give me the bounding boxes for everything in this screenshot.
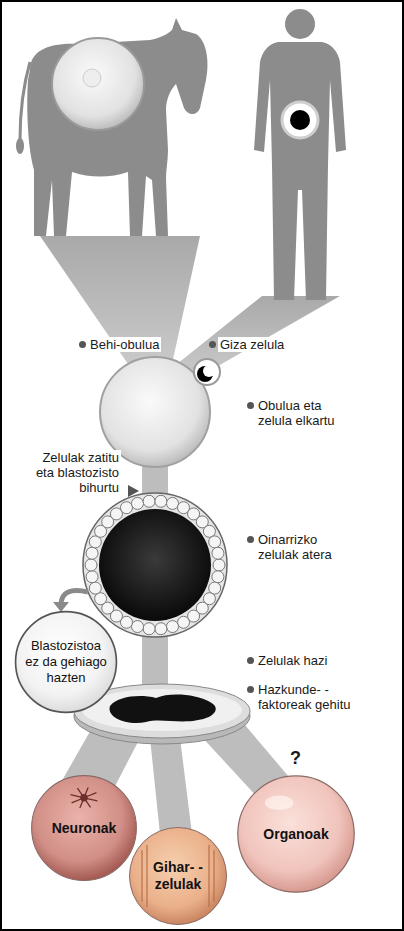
illustration-part — [16, 138, 24, 154]
step-label: Hazkunde- -faktoreak gehitu — [256, 682, 372, 712]
circle-label: Blastozistoa ez da gehiago hazten — [24, 638, 109, 686]
blastocyst-cell — [86, 571, 98, 583]
result-circle-node: Gihar- -zelulak — [128, 826, 228, 926]
circle-label: Gihar- -zelulak — [142, 859, 214, 893]
cow-egg — [52, 38, 144, 130]
blastocyst-cell — [143, 495, 155, 507]
blastocyst-cell — [155, 495, 167, 507]
band-muscle — [150, 738, 192, 834]
result-circle-node: Blastozistoa ez da gehiago hazten — [14, 610, 118, 714]
blastocyst-cell — [131, 621, 143, 633]
blastocyst-cell — [167, 621, 179, 633]
illustration-part — [285, 9, 315, 39]
result-circle — [238, 776, 354, 892]
question-mark: ? — [288, 748, 303, 768]
blastocyst-cell — [85, 559, 97, 571]
dish-inner — [82, 689, 242, 731]
organ-highlight — [265, 796, 294, 810]
circle-text: Blastozistoa ez da gehiago hazten — [24, 638, 109, 686]
blastocyst — [83, 493, 227, 637]
human-cell — [282, 102, 318, 138]
step-label: Zelulak hazi — [256, 653, 329, 668]
muscle-fiber — [213, 850, 214, 901]
step-label: Behi-obulua — [88, 337, 161, 352]
muscle-fiber — [208, 845, 209, 907]
side-arrow — [61, 591, 88, 605]
step-label: Obulua eta zelula elkartu — [256, 398, 352, 428]
cow-funnel — [40, 236, 200, 364]
blastocyst-inner — [99, 509, 211, 621]
blastocyst-cell — [213, 559, 225, 571]
circle-label: Organoak — [263, 826, 328, 843]
circle-text: Neuronak — [52, 820, 117, 837]
result-circle-node: Neuronak — [30, 774, 138, 882]
blastocyst-cells — [85, 495, 225, 634]
blastocyst-cell — [167, 497, 179, 509]
blastocyst-cell — [86, 547, 98, 559]
blastocyst-cell — [131, 497, 143, 509]
illustration-part — [20, 62, 30, 140]
blastocyst-cell — [212, 547, 224, 559]
blastocyst-cell — [155, 623, 167, 635]
fused-cell-crescent — [203, 365, 215, 377]
muscle-fiber — [141, 850, 142, 901]
blastocyst-cell — [212, 571, 224, 583]
illustration-part — [27, 18, 207, 236]
circle-label: Neuronak — [52, 820, 117, 837]
fused-cell — [194, 359, 220, 385]
cow-silhouette — [16, 18, 208, 236]
step-label: Zelulak zatitu eta blastozisto bihurtu — [20, 450, 121, 495]
result-circle — [130, 828, 227, 925]
cell-culture — [110, 695, 216, 724]
blastocyst-cell — [178, 616, 190, 628]
result-circle-node: Organoak — [236, 774, 356, 894]
step-label: Oinarrizko zelulak atera — [256, 532, 352, 562]
illustration-part — [254, 42, 346, 300]
result-circle — [16, 612, 117, 713]
egg-nucleus — [83, 69, 101, 87]
step-label: Giza zelula — [218, 337, 286, 352]
circle-text: Gihar- -zelulak — [142, 859, 214, 893]
result-circle — [32, 776, 137, 881]
blastocyst-cell — [143, 623, 155, 635]
muscle-fiber — [146, 845, 147, 907]
blastocyst-cell — [89, 582, 101, 594]
blastocyst-cell — [120, 502, 132, 514]
human-silhouette — [254, 9, 346, 300]
circle-text: Organoak — [263, 826, 328, 843]
side-arrow-head — [53, 602, 69, 612]
blastocyst-cell — [209, 536, 221, 548]
neuron-body — [80, 794, 88, 802]
human-cell-nucleus — [290, 110, 310, 130]
